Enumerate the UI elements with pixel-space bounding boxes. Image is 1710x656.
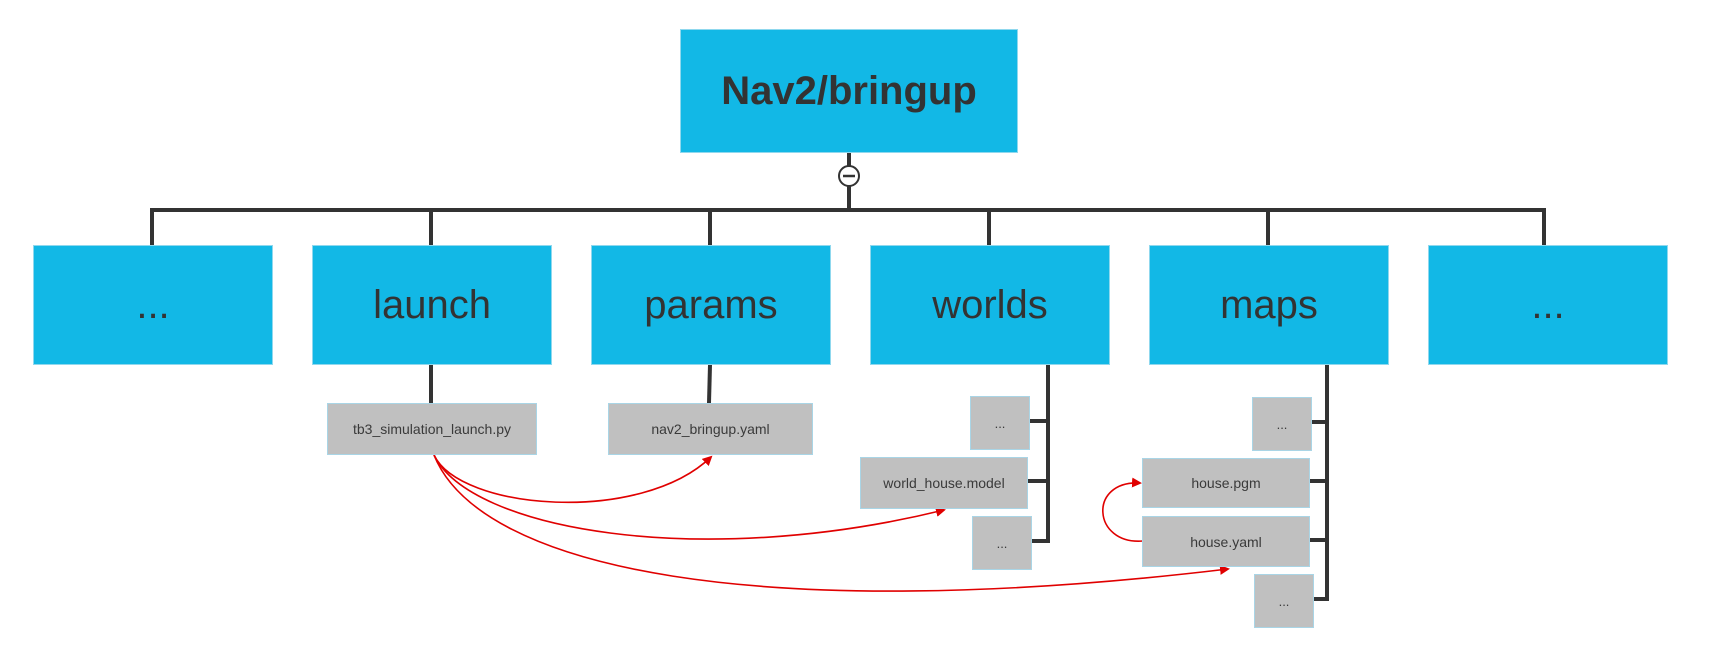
file-node-house-pgm[interactable]: house.pgm <box>1142 458 1310 508</box>
tree-connectors <box>150 153 1546 601</box>
file-label: world_house.model <box>883 475 1005 491</box>
file-node-world-house-model[interactable]: world_house.model <box>860 457 1028 509</box>
arrow-launch-to-params <box>433 454 713 504</box>
arrow-launch-to-house-yaml <box>433 454 1230 592</box>
folder-node-launch[interactable]: launch <box>312 245 552 365</box>
file-node-maps-ellipsis-top[interactable]: ... <box>1252 397 1312 451</box>
folder-node-params[interactable]: params <box>591 245 831 365</box>
root-node[interactable]: Nav2/bringup <box>680 29 1018 153</box>
folder-node-worlds[interactable]: worlds <box>870 245 1110 365</box>
folder-label: launch <box>373 282 491 327</box>
file-node-maps-ellipsis-bottom[interactable]: ... <box>1254 574 1314 628</box>
arrow-yaml-to-pgm <box>1102 477 1144 542</box>
file-label: ... <box>1278 593 1290 609</box>
file-label: nav2_bringup.yaml <box>651 421 770 437</box>
collapse-toggle[interactable] <box>838 165 860 187</box>
folder-node-ellipsis-right[interactable]: ... <box>1428 245 1668 365</box>
folder-node-maps[interactable]: maps <box>1149 245 1389 365</box>
root-label: Nav2/bringup <box>721 68 977 113</box>
folder-label: ... <box>1531 282 1565 327</box>
file-node-tb3-simulation-launch[interactable]: tb3_simulation_launch.py <box>327 403 537 455</box>
file-label: ... <box>996 535 1008 551</box>
file-node-house-yaml[interactable]: house.yaml <box>1142 516 1310 567</box>
file-label: tb3_simulation_launch.py <box>353 421 511 437</box>
arrow-launch-to-world <box>433 454 946 540</box>
folder-node-ellipsis-left[interactable]: ... <box>33 245 273 365</box>
file-node-worlds-ellipsis-bottom[interactable]: ... <box>972 516 1032 570</box>
folder-label: maps <box>1220 282 1318 327</box>
folder-label: params <box>644 282 778 327</box>
file-node-nav2-bringup-yaml[interactable]: nav2_bringup.yaml <box>608 403 813 455</box>
file-label: ... <box>1276 416 1288 432</box>
folder-label: ... <box>136 282 170 327</box>
folder-label: worlds <box>932 282 1048 327</box>
reference-arrows <box>433 454 1230 592</box>
file-node-worlds-ellipsis-top[interactable]: ... <box>970 396 1030 450</box>
file-label: ... <box>994 415 1006 431</box>
file-label: house.pgm <box>1191 475 1261 491</box>
file-label: house.yaml <box>1190 533 1262 550</box>
